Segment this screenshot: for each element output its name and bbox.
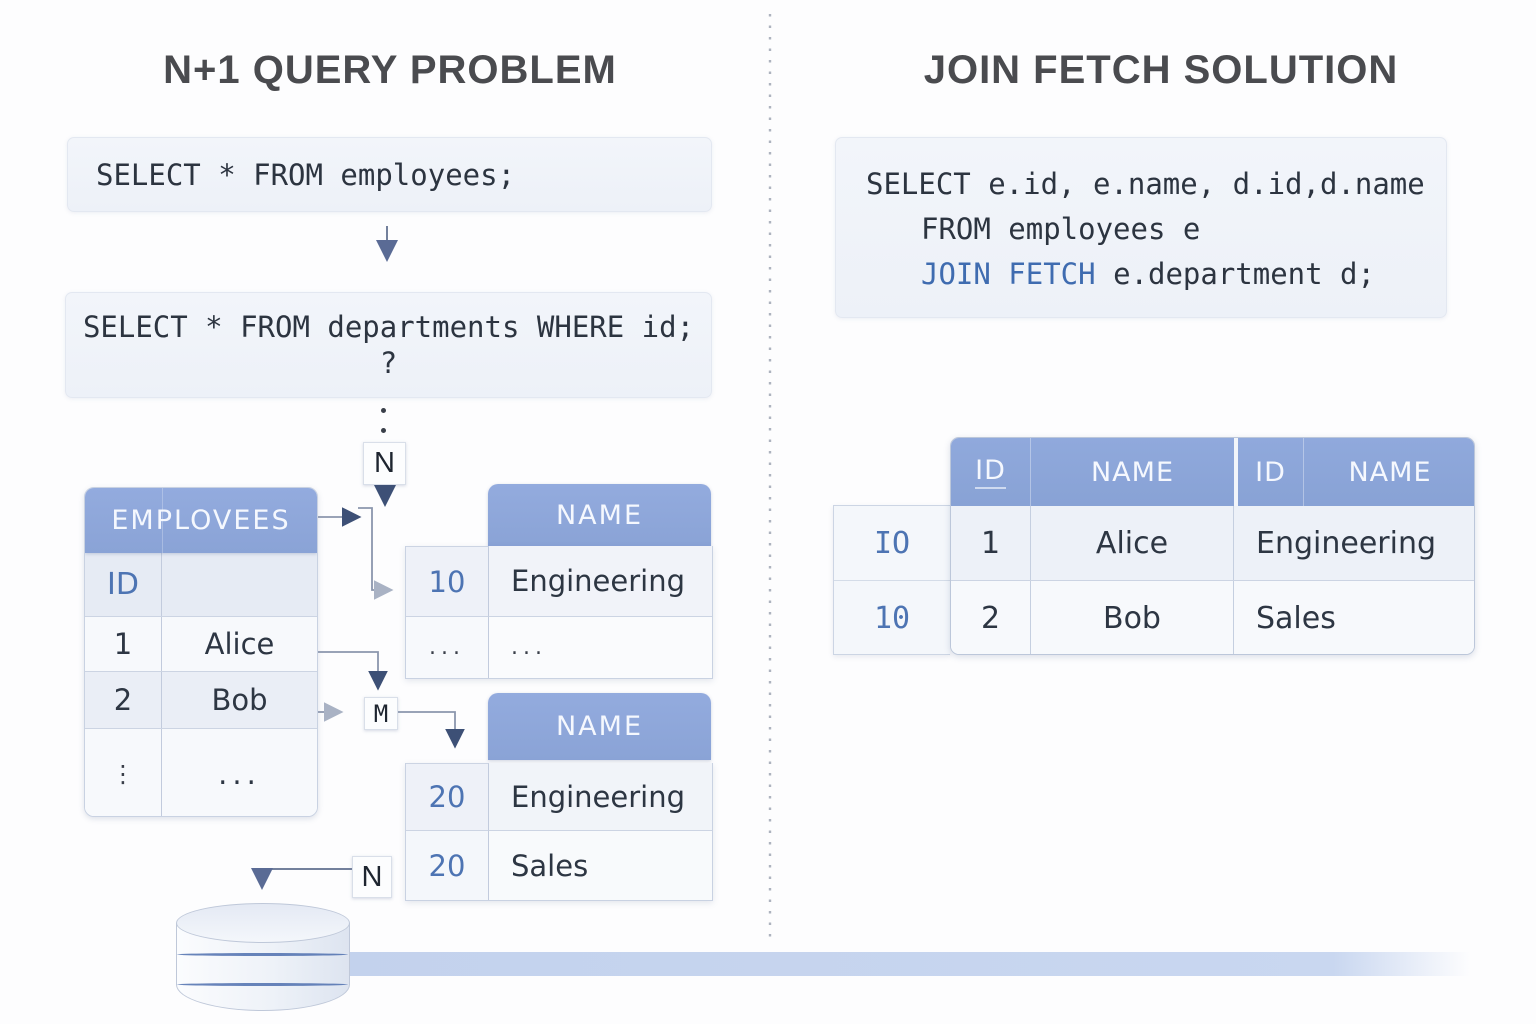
- dept-name-cell: Engineering: [489, 763, 712, 830]
- bottom-connection-bar: [330, 952, 1470, 976]
- dept1-table: 10 Engineering ... ...: [405, 546, 713, 679]
- join-fetch-rest: e.department d;: [1095, 257, 1375, 291]
- join-fetch-keyword: JOIN FETCH: [921, 257, 1096, 291]
- header-cell-name2: NAME: [1348, 456, 1432, 488]
- result-table-header-row: ID NAME ID NAME: [951, 438, 1474, 506]
- n-count-badge-bottom: N: [352, 856, 392, 898]
- employees-id-column-header: ID: [85, 553, 162, 616]
- header-gap-divider: [1234, 438, 1238, 506]
- database-cylinder-top: [176, 903, 350, 943]
- employee-id-cell: 1: [85, 617, 162, 671]
- result-side-id-cell: 10: [873, 601, 911, 636]
- dept-name-ellipsis-cell: ...: [489, 616, 712, 678]
- vertical-ellipsis-dot: [381, 428, 386, 433]
- database-stripe: [177, 953, 348, 956]
- arrow-mbox-to-dept2: [398, 711, 465, 749]
- header-cell-name: NAME: [1090, 456, 1175, 488]
- query2-text: SELECT * FROM departments WHERE id;: [82, 310, 695, 344]
- dept-id-ellipsis-cell: ...: [406, 616, 489, 678]
- result-emp-name-cell: Alice: [1031, 506, 1234, 580]
- result-emp-name-cell: Bob: [1031, 581, 1234, 654]
- dept-name-cell: Engineering: [489, 546, 712, 616]
- employees-table-header: EMPLOVEES: [85, 488, 317, 553]
- dept-id-cell: 20: [406, 830, 489, 900]
- vertical-ellipsis-dot: [381, 408, 386, 413]
- left-panel-title: N+1 QUERY PROBLEM: [163, 48, 617, 92]
- result-emp-id-cell: 2: [951, 581, 1031, 654]
- table-row: ⋮ ...: [85, 728, 317, 816]
- dept2-table-header: NAME: [488, 693, 711, 760]
- result-emp-id-cell: 1: [951, 506, 1031, 580]
- header-cell-id2: ID: [1238, 438, 1304, 506]
- employee-name-cell: Bob: [211, 683, 268, 717]
- query1-text: SELECT * FROM employees;: [96, 157, 516, 192]
- dept-id-cell: 10: [406, 546, 489, 616]
- join-fetch-code-box: SELECT e.id, e.name, d.id,d.name FROM em…: [835, 137, 1447, 318]
- query1-code-box: SELECT * FROM employees;: [67, 137, 712, 212]
- table-row: 2 Bob: [85, 671, 317, 728]
- n-count-badge-top: N: [363, 442, 406, 485]
- dept-id-cell: 20: [406, 763, 489, 830]
- query2-code-box: SELECT * FROM departments WHERE id; ?: [65, 292, 712, 398]
- employee-name-cell: Alice: [204, 627, 275, 661]
- table-row: 1 Alice: [85, 616, 317, 671]
- employee-id-cell: 2: [85, 672, 162, 728]
- employees-table: EMPLOVEES ID 1 Alice 2 Bob ⋮ ...: [84, 487, 318, 817]
- result-side-id-column: IO 10: [833, 505, 950, 655]
- code-line-from: FROM employees e: [921, 212, 1201, 246]
- m-count-badge: M: [364, 697, 398, 730]
- employees-empty-cell: [162, 553, 317, 616]
- result-dept-name-cell: Sales: [1256, 601, 1336, 636]
- code-line-join-fetch: JOIN FETCH e.department d;: [866, 252, 1446, 297]
- right-panel-title: JOIN FETCH SOLUTION: [923, 48, 1399, 92]
- header-cell-id: ID: [951, 438, 1031, 506]
- code-line-select: SELECT e.id, e.name, d.id,d.name: [866, 167, 1425, 201]
- employee-id-ellipsis-cell: ⋮: [85, 729, 162, 816]
- result-side-id-cell: IO: [834, 506, 950, 581]
- employee-name-ellipsis-cell: ...: [218, 756, 261, 791]
- database-stripe: [177, 983, 348, 986]
- arrow-alice-to-mbox: [318, 651, 388, 691]
- dept1-table-header: NAME: [488, 484, 711, 546]
- query2-param-placeholder: ?: [379, 346, 398, 380]
- database-cylinder-icon: [176, 903, 350, 1015]
- table-row: ID: [85, 553, 317, 616]
- result-dept-name-cell: Engineering: [1256, 525, 1436, 561]
- dept-name-cell: Sales: [489, 830, 712, 900]
- table-row: 2 Bob Sales: [951, 581, 1474, 654]
- table-row: 1 Alice Engineering: [951, 506, 1474, 581]
- arrow-nbox-to-database: [251, 868, 352, 890]
- join-result-table: ID NAME ID NAME 1 Alice Engineering 2 Bo…: [950, 437, 1475, 655]
- arrow-junction-to-dept1: [358, 507, 394, 600]
- dept2-table: 20 Engineering 20 Sales: [405, 763, 713, 901]
